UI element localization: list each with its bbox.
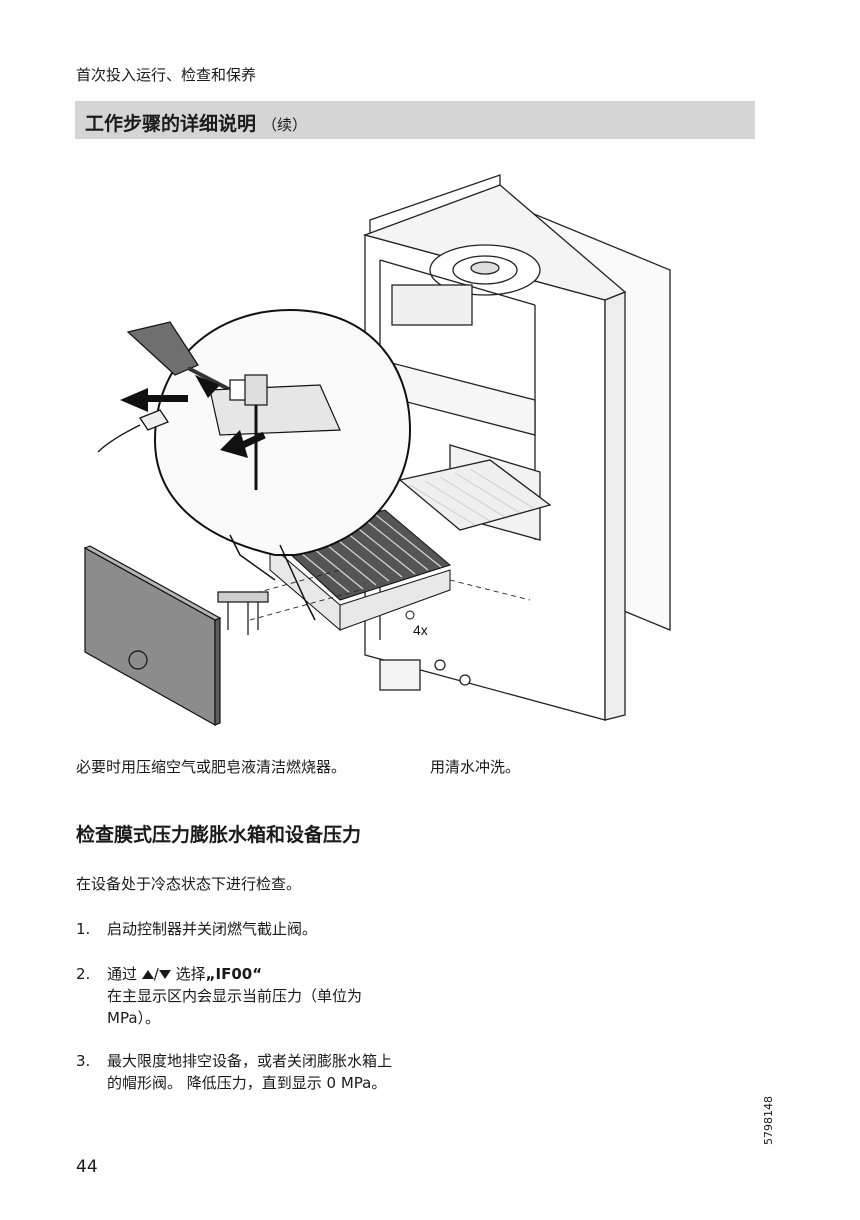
figure-caption-left: 必要时用压缩空气或肥皂液清洁燃烧器。 <box>76 758 347 776</box>
section-heading: 检查膜式压力膨胀水箱和设备压力 <box>76 824 362 846</box>
down-arrow-icon <box>158 970 171 979</box>
section-label: 首次投入运行、检查和保养 <box>76 66 257 84</box>
step-code: „IF00“ <box>205 965 263 983</box>
page-number: 44 <box>76 1157 98 1177</box>
title-band <box>75 101 755 139</box>
step-text: 启动控制器并关闭燃气截止阀。 <box>107 920 318 938</box>
section-intro: 在设备处于冷态状态下进行检查。 <box>76 875 302 893</box>
step-text-line: 通过 / 选择„IF00“ <box>107 963 406 985</box>
screw-count-label: 4x <box>413 622 428 638</box>
page-title: 工作步骤的详细说明 （续） <box>85 109 307 136</box>
figure-caption-right: 用清水冲洗。 <box>430 758 521 776</box>
step-slash: / <box>153 965 159 983</box>
page-title-text: 工作步骤的详细说明 <box>85 113 257 135</box>
step-number: 3. <box>76 1052 91 1070</box>
step-item: 2. 通过 / 选择„IF00“ 在主显示区内会显示当前压力（单位为 MPa）。 <box>76 963 406 1029</box>
page-title-continued: （续） <box>262 116 308 134</box>
step-item: 3. 最大限度地排空设备，或者关闭膨胀水箱上的帽形阀。 降低压力，直到显示 0 … <box>76 1050 406 1094</box>
step-item: 1. 启动控制器并关闭燃气截止阀。 <box>76 918 406 940</box>
up-arrow-icon <box>141 970 154 979</box>
step-number: 1. <box>76 920 91 938</box>
step-pre: 通过 <box>107 965 138 983</box>
document-code: 5798148 <box>762 1096 775 1145</box>
step-text: 在主显示区内会显示当前压力（单位为 MPa）。 <box>107 987 363 1027</box>
step-text: 最大限度地排空设备，或者关闭膨胀水箱上的帽形阀。 降低压力，直到显示 0 MPa… <box>107 1052 393 1092</box>
step-number: 2. <box>76 965 91 983</box>
boiler-burner-illustration: 4x <box>83 174 671 727</box>
step-post: 选择 <box>175 965 206 983</box>
